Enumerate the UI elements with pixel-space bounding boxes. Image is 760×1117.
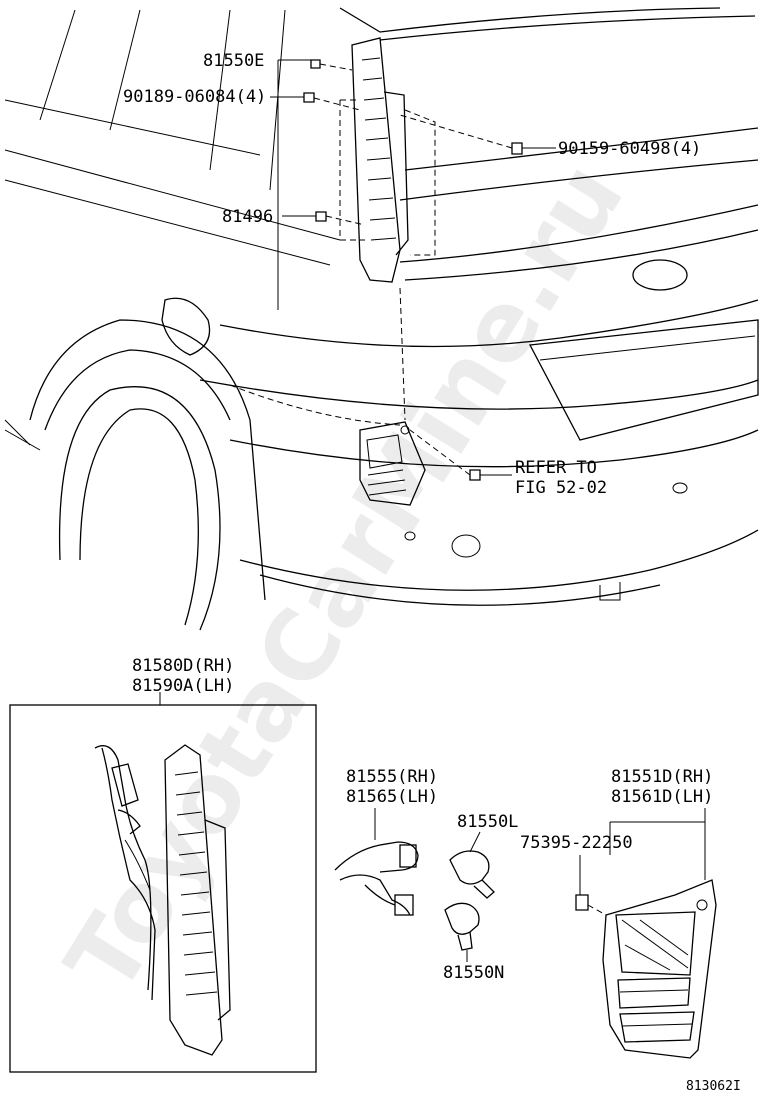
upper-fasteners: [303, 59, 523, 481]
watermark: ToyotaCarMine.ru: [45, 143, 646, 1012]
bulbs: [444, 831, 495, 962]
callout-81580d-rh: 81580D(RH): [132, 656, 234, 676]
callout-81555-rh: 81555(RH): [346, 767, 438, 787]
rear-pillar-lamp-installed: [339, 37, 436, 283]
callout-fig-52-02: FIG 52-02: [515, 478, 607, 498]
callout-81551d-rh: 81551D(RH): [611, 767, 713, 787]
callout-81550e: 81550E: [203, 51, 264, 71]
vehicle-body-drawing: [4, 7, 759, 631]
callout-81590a-lh: 81590A(LH): [132, 676, 234, 696]
callout-81561d-lh: 81561D(LH): [611, 787, 713, 807]
callout-81496: 81496: [222, 207, 273, 227]
rear-combination-lamp-installed: [359, 421, 426, 506]
callout-90159-60498: 90159-60498(4): [558, 139, 701, 159]
socket-and-wire: [334, 808, 419, 916]
upper-leader-lines: [270, 59, 556, 476]
figure-code: 813062I: [686, 1079, 741, 1094]
rear-combination-lamp-assembly: [575, 808, 717, 1059]
pillar-lamp-assembly-box: [9, 692, 317, 1073]
callout-81550l: 81550L: [457, 812, 518, 832]
callout-90189-06084: 90189-06084(4): [123, 87, 266, 107]
callout-81565-lh: 81565(LH): [346, 787, 438, 807]
callout-81550n: 81550N: [443, 963, 504, 983]
callout-75395-22250: 75395-22250: [520, 833, 633, 853]
callout-labels: 81550E 90189-06084(4) 90159-60498(4) 814…: [123, 51, 741, 1094]
callout-refer-to: REFER TO: [515, 458, 597, 478]
